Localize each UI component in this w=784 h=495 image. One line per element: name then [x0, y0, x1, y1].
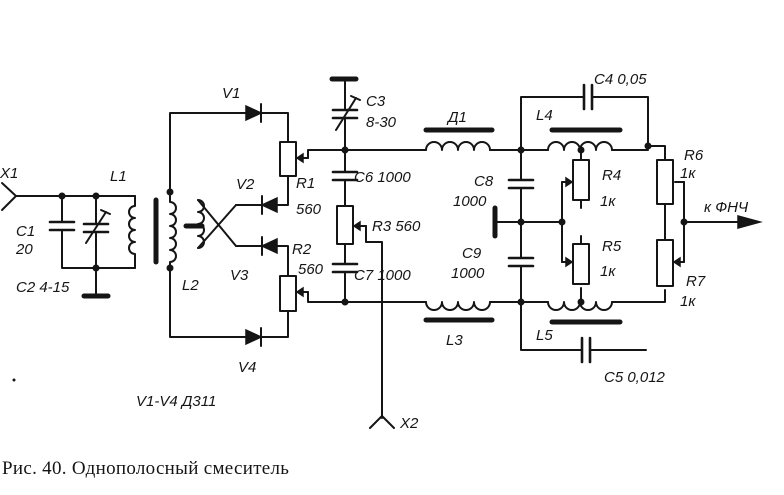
label-c4: C4 0,05	[594, 71, 647, 88]
label-l3: L3	[446, 332, 463, 349]
label-d1: Д1	[446, 109, 467, 126]
label-c9-value: 1000	[451, 265, 485, 282]
label-v4: V4	[238, 359, 256, 376]
label-c3: C3	[366, 93, 386, 110]
diode-ring	[166, 103, 309, 347]
centre-network	[307, 76, 395, 429]
label-v1: V1	[222, 85, 240, 102]
label-r1-value: 560	[296, 201, 322, 218]
label-r6-value: 1к	[680, 165, 696, 182]
label-c1-value: 20	[15, 241, 33, 258]
input-section	[1, 182, 159, 299]
label-v3: V3	[230, 267, 249, 284]
label-c8-value: 1000	[453, 193, 487, 210]
label-c3-value: 8-30	[366, 114, 397, 131]
label-c8: C8	[474, 173, 494, 190]
figure-caption: Рис. 40. Однополосный смеситель	[2, 458, 289, 479]
label-x2: X2	[399, 415, 419, 432]
label-c9: C9	[462, 245, 482, 262]
label-c1: C1	[16, 223, 35, 240]
label-r6: R6	[684, 147, 704, 164]
phase-network	[344, 127, 566, 323]
label-r1: R1	[296, 175, 315, 192]
label-c2: C2 4-15	[16, 279, 70, 296]
label-r4: R4	[602, 167, 621, 184]
label-r5-value: 1к	[600, 263, 616, 280]
label-output: к ФНЧ	[704, 199, 749, 216]
label-c7: C7 1000	[354, 267, 411, 284]
label-c5: C5 0,012	[604, 369, 666, 386]
bridge-section	[520, 83, 763, 364]
component-labels: X1 C1 20 C2 4-15 L1 L2 V1 V2 V3 V4 V1-V4…	[0, 71, 749, 432]
label-c6: C6 1000	[354, 169, 411, 186]
label-l4: L4	[536, 107, 553, 124]
label-diodes-note: V1-V4 Д311	[136, 393, 216, 410]
label-l1: L1	[110, 168, 127, 185]
label-v2: V2	[236, 176, 255, 193]
label-r3: R3 560	[372, 218, 421, 235]
label-r7-value: 1к	[680, 293, 696, 310]
label-l5: L5	[536, 327, 553, 344]
label-r5: R5	[602, 238, 622, 255]
label-r7: R7	[686, 273, 706, 290]
label-r2: R2	[292, 241, 312, 258]
label-x1: X1	[0, 165, 18, 182]
label-l2: L2	[182, 277, 199, 294]
label-r2-value: 560	[298, 261, 324, 278]
label-r4-value: 1к	[600, 193, 616, 210]
